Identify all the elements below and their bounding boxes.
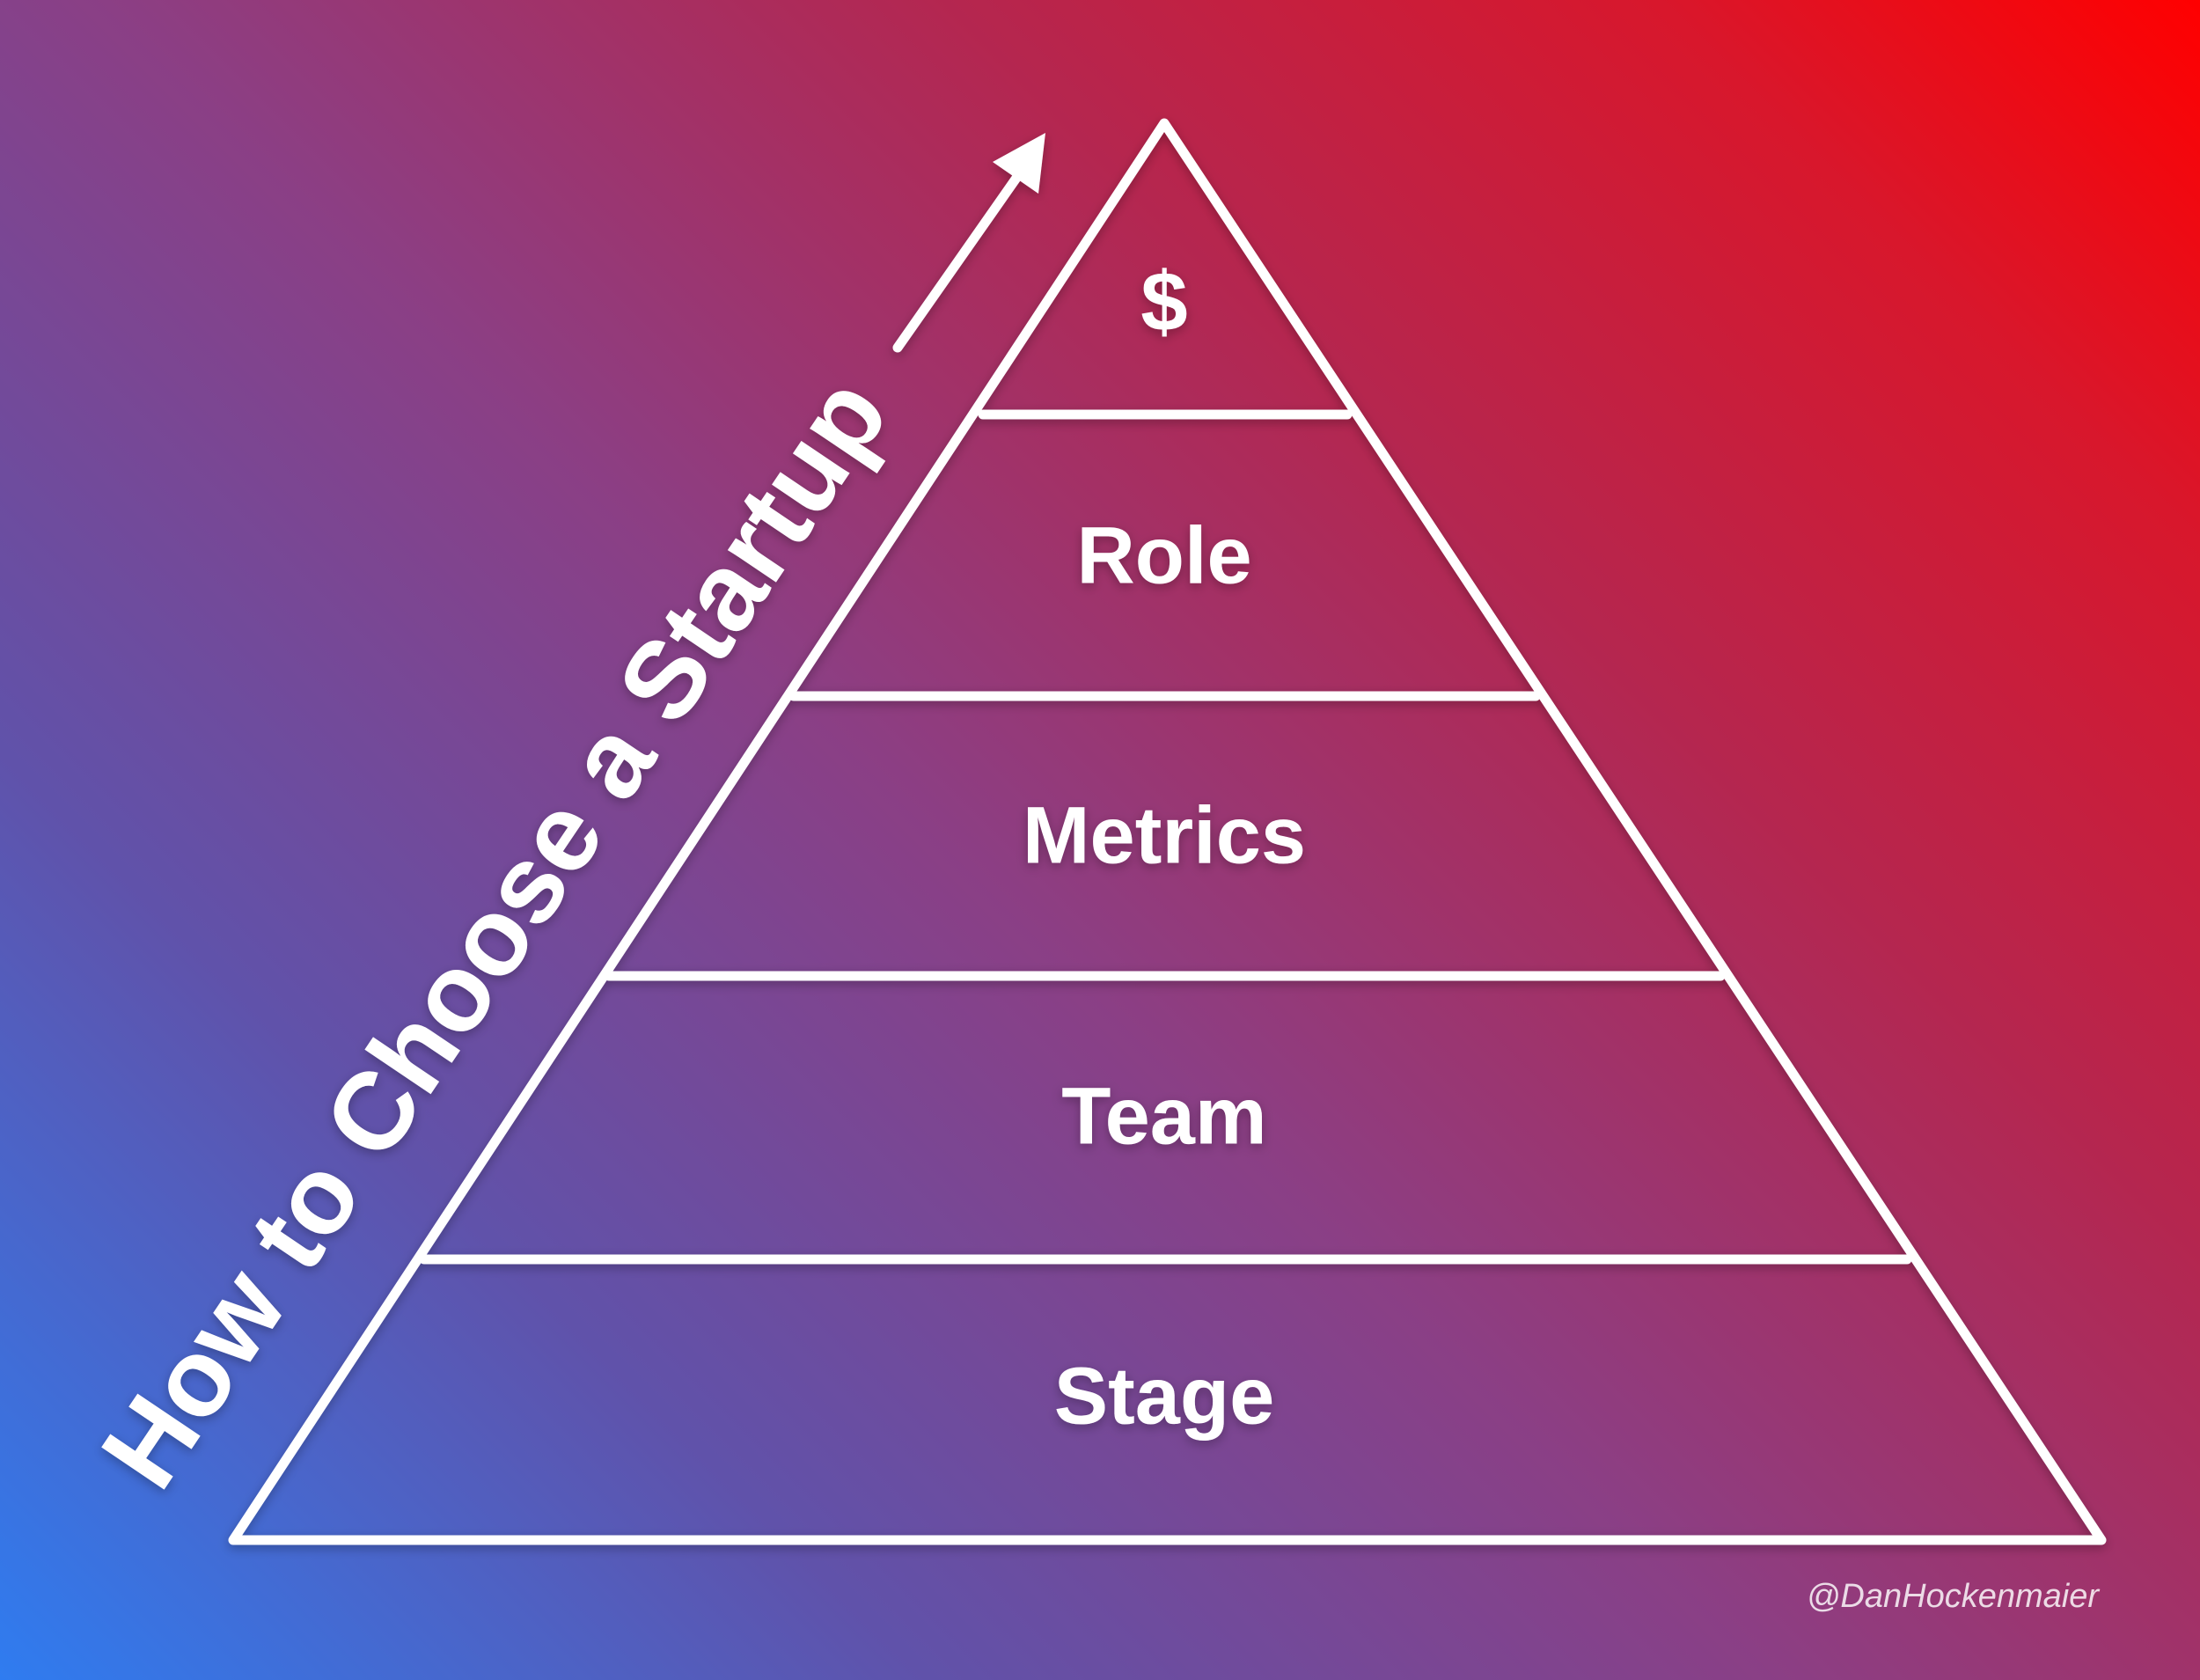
tier-label-money: $: [1140, 254, 1187, 348]
tier-label-metrics: Metrics: [1023, 790, 1306, 880]
tier-label-role: Role: [1076, 510, 1251, 600]
diagram-title: How to Choose a Startup: [78, 356, 911, 1509]
pyramid-outline: [228, 118, 2107, 1545]
arrow-up-right-icon: [892, 133, 1045, 353]
tier-label-stage: Stage: [1054, 1351, 1275, 1441]
author-credit: @DanHockenmaier: [1807, 1578, 2100, 1615]
tier-label-team: Team: [1061, 1071, 1267, 1161]
